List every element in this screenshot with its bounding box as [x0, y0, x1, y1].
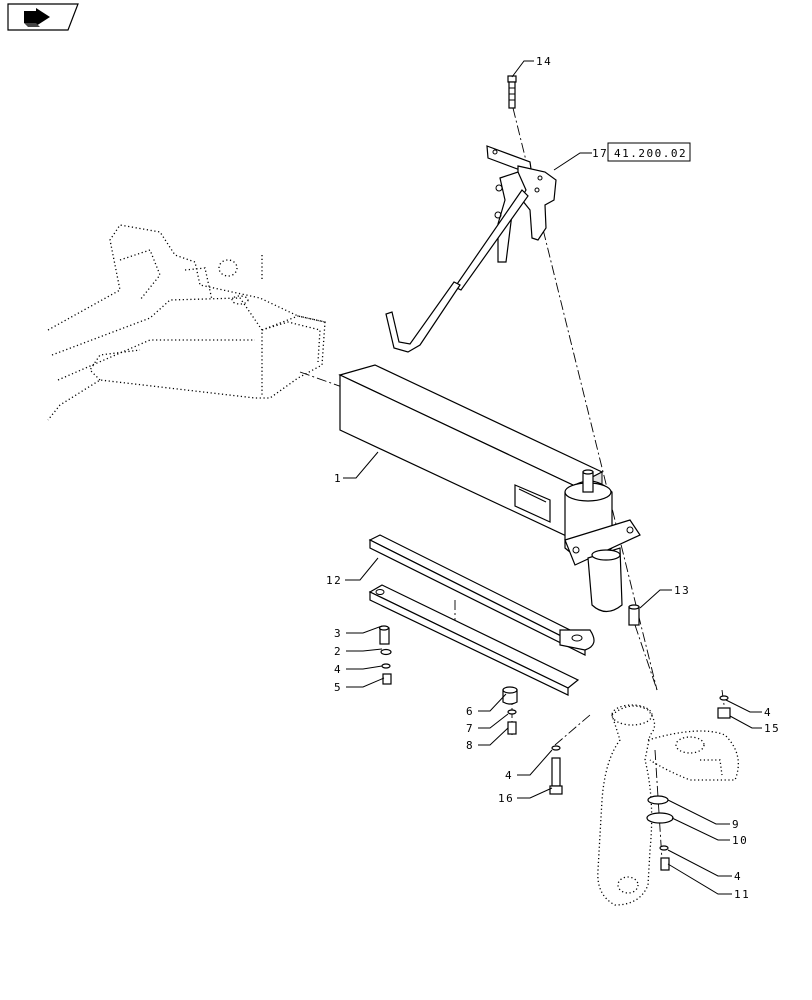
- reference-callout[interactable]: 17 41.200.02: [592, 142, 691, 162]
- callout-8: 8: [466, 739, 474, 752]
- callout-labels: 14 1 12 3 2 4 5 13 6 7 8 4 16 4 15 9 10 …: [326, 55, 780, 901]
- callout-12: 12: [326, 574, 342, 587]
- pin-13: [628, 604, 640, 626]
- callout-16: 16: [498, 792, 514, 805]
- bolt-14: [507, 75, 517, 109]
- vehicle-frame-outline: [47, 224, 326, 421]
- swivel-housing: [564, 469, 641, 613]
- callout-3: 3: [334, 627, 342, 640]
- callout-10: 10: [732, 834, 748, 847]
- callout-4: 4: [505, 769, 513, 782]
- callout-7: 7: [466, 722, 474, 735]
- thrust-washers: [646, 795, 674, 824]
- fastener-stack-left: [378, 625, 392, 685]
- lever-bracket-assembly: [385, 145, 557, 353]
- steering-knuckle-outline: [597, 704, 739, 906]
- callout-13: 13: [674, 584, 690, 597]
- callout-4: 4: [734, 870, 742, 883]
- callout-4: 4: [334, 663, 342, 676]
- bolt-11: [659, 845, 670, 871]
- callout-6: 6: [466, 705, 474, 718]
- nut-15: [717, 695, 731, 719]
- callout-1: 1: [334, 472, 342, 485]
- reference-section-number: 41.200.02: [614, 147, 687, 160]
- callout-4: 4: [764, 706, 772, 719]
- rail-12: [368, 534, 595, 656]
- callout-2: 2: [334, 645, 342, 658]
- next-page-arrow-icon[interactable]: [7, 3, 79, 31]
- main-tube-1: [338, 364, 604, 541]
- perforated-bar: [368, 584, 580, 696]
- callout-11: 11: [734, 888, 750, 901]
- callout-15: 15: [764, 722, 780, 735]
- callout-5: 5: [334, 681, 342, 694]
- callout-14: 14: [536, 55, 552, 68]
- callout-9: 9: [732, 818, 740, 831]
- fastener-stack-center: [502, 686, 518, 735]
- reference-item-number: 17: [592, 147, 608, 160]
- leader-lines: [343, 60, 762, 895]
- bolt-16: [549, 745, 563, 795]
